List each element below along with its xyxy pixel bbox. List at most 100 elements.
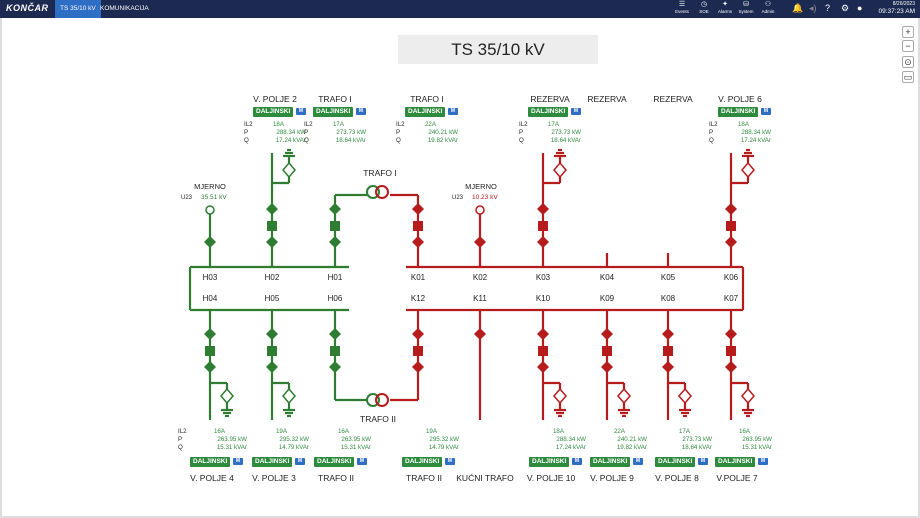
disconnector <box>204 328 216 340</box>
daljinski-button[interactable]: DALJINSKI <box>590 457 631 467</box>
meas-value: 18.64 kVAr <box>335 137 366 144</box>
disconnector <box>412 328 424 340</box>
busbar-label-top: H01 <box>327 273 343 282</box>
mjerno-label: MJERNO <box>465 182 497 191</box>
mjerno-label: MJERNO <box>194 182 226 191</box>
daljinski-button[interactable]: DALJINSKI <box>313 107 354 117</box>
voltage-transformer-icon <box>205 205 215 215</box>
manual-badge[interactable]: M <box>758 458 768 465</box>
system-icon: ⛁ <box>743 1 749 8</box>
meas-value: 240.21 kW <box>428 129 458 136</box>
bell-icon[interactable]: 🔔 <box>792 3 804 13</box>
speaker-icon[interactable]: ◂) <box>809 3 817 13</box>
manual-badge[interactable]: M <box>445 458 455 465</box>
earthing-switch <box>741 161 755 179</box>
circuit-breaker <box>267 346 277 356</box>
meas-value: 273.73 kW <box>682 436 712 443</box>
daljinski-button[interactable]: DALJINSKI <box>655 457 696 467</box>
nav-admin[interactable]: ⚇Admin <box>756 1 780 14</box>
manual-badge[interactable]: M <box>448 108 458 115</box>
nav-events[interactable]: ☰Events <box>670 1 694 14</box>
manual-badge[interactable]: M <box>296 108 306 115</box>
daljinski-button[interactable]: DALJINSKI <box>718 107 759 117</box>
meas-key: IL2 <box>304 121 313 128</box>
busbar-label-bottom: K12 <box>410 294 426 303</box>
manual-badge[interactable]: M <box>698 458 708 465</box>
bay-name-top: REZERVA <box>530 94 570 104</box>
manual-badge[interactable]: M <box>633 458 643 465</box>
circuit-breaker <box>602 346 612 356</box>
manual-badge[interactable]: M <box>571 108 581 115</box>
daljinski-button[interactable]: DALJINSKI <box>528 107 569 117</box>
manual-badge[interactable]: M <box>356 108 366 115</box>
busbar-label-top: H02 <box>264 273 280 282</box>
zoom-in-button[interactable]: + <box>902 26 914 38</box>
busbar-label-bottom: K09 <box>599 294 615 303</box>
gear-icon[interactable]: ⚙ <box>841 3 850 13</box>
busbar-label-top: K03 <box>535 273 551 282</box>
daljinski-button[interactable]: DALJINSKI <box>402 457 443 467</box>
meas-value: 288.34 kW <box>741 129 771 136</box>
manual-badge[interactable]: M <box>572 458 582 465</box>
meas-value: 19A <box>275 428 287 435</box>
daljinski-button[interactable]: DALJINSKI <box>253 107 294 117</box>
nav-system[interactable]: ⛁System <box>734 1 758 14</box>
manual-badge[interactable]: M <box>233 458 243 465</box>
time-text: 09:37:23 AM <box>878 8 916 15</box>
meas-value: 17A <box>678 428 690 435</box>
meas-value: 18.64 kVAr <box>550 137 581 144</box>
meas-value: 273.73 kW <box>551 129 581 136</box>
daljinski-button[interactable]: DALJINSKI <box>314 457 355 467</box>
disconnector <box>329 203 341 215</box>
u23-label: U23 <box>452 195 464 201</box>
notes-button[interactable]: ▭ <box>902 71 914 83</box>
bay-name-top: REZERVA <box>587 94 627 104</box>
manual-badge[interactable]: M <box>761 108 771 115</box>
admin-icon: ⚇ <box>764 1 772 8</box>
disconnector <box>662 328 674 340</box>
transformer-winding-secondary <box>375 185 389 199</box>
manual-badge[interactable]: M <box>295 458 305 465</box>
nav-soe[interactable]: ◷SOE <box>692 1 716 14</box>
bay-name-bottom: V. POLJE 4 <box>190 473 234 483</box>
meas-key: IL2 <box>519 121 528 128</box>
busbar-label-bottom: K08 <box>660 294 676 303</box>
meas-key: P <box>519 129 524 136</box>
bay-name-bottom: V.POLJE 7 <box>716 473 758 483</box>
zoom-out-button[interactable]: − <box>902 40 914 52</box>
tab-ts-35-10[interactable]: TS 35/10 kV <box>55 0 101 18</box>
help-icon[interactable]: ? <box>825 3 831 13</box>
bay-name-bottom: KUĆNI TRAFO <box>456 473 514 483</box>
meas-key: IL2 <box>396 121 405 128</box>
earthing-switch <box>741 387 755 405</box>
meas-value: 16A <box>738 428 750 435</box>
transformer-winding-primary <box>366 185 380 199</box>
daljinski-button[interactable]: DALJINSKI <box>405 107 446 117</box>
meas-key: P <box>244 129 249 136</box>
meas-key: Q <box>178 444 183 451</box>
meas-key: Q <box>396 137 401 144</box>
daljinski-button[interactable]: DALJINSKI <box>529 457 570 467</box>
center-view-button[interactable]: ⊙ <box>902 56 914 68</box>
voltage-value: 35.51 kV <box>201 194 227 201</box>
daljinski-button[interactable]: DALJINSKI <box>190 457 231 467</box>
u23-label: U23 <box>181 195 193 201</box>
busbar-label-bottom: K07 <box>723 294 739 303</box>
tab-komunikacija[interactable]: KOMUNIKACIJA <box>100 5 149 12</box>
circuit-breaker <box>413 346 423 356</box>
user-icon[interactable]: ● <box>857 3 863 13</box>
busbar-label-top: K04 <box>599 273 615 282</box>
daljinski-button[interactable]: DALJINSKI <box>715 457 756 467</box>
nav-alarms[interactable]: ✦Alarms <box>713 1 737 14</box>
manual-badge[interactable]: M <box>357 458 367 465</box>
trafo-ii-label: TRAFO II <box>360 414 396 424</box>
meas-value: 295.32 kW <box>279 436 309 443</box>
meas-key: P <box>304 129 309 136</box>
bay-name-bottom: TRAFO II <box>406 473 442 483</box>
bay-name-bottom: V. POLJE 8 <box>655 473 699 483</box>
daljinski-button[interactable]: DALJINSKI <box>252 457 293 467</box>
transformer-winding-primary <box>366 393 380 407</box>
